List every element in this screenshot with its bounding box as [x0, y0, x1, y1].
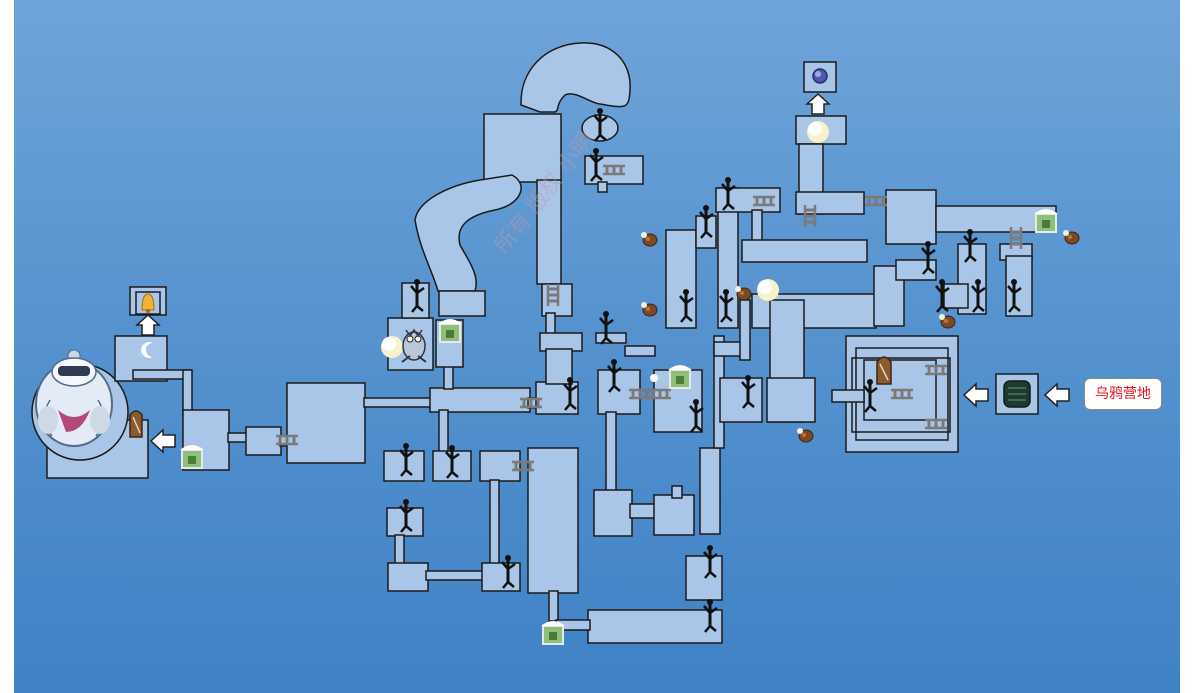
arrow-icon — [150, 429, 176, 453]
snow-spirits — [381, 121, 829, 382]
ladder-icon — [923, 363, 949, 377]
bell-icon — [141, 293, 155, 313]
ladder-icon — [863, 194, 889, 208]
ladder-icon — [510, 459, 536, 473]
snow-spirit-icon — [650, 374, 658, 382]
bomb-icon — [1003, 380, 1031, 408]
winding-tunnel-west — [414, 174, 522, 292]
moon-icon — [141, 342, 153, 358]
ladder-icon — [627, 387, 653, 401]
ladder-icon — [518, 396, 544, 410]
meat-icon — [640, 231, 658, 247]
arrow-icon — [963, 383, 989, 407]
snowy-shrine-icon — [437, 318, 463, 343]
meat-icon — [1062, 229, 1080, 245]
central-hall — [429, 387, 531, 413]
north-hall — [483, 113, 562, 183]
meat-icon — [938, 313, 956, 329]
winding-tunnel-north — [520, 42, 631, 113]
snow-spirit-icon — [757, 279, 779, 301]
snowy-shrine-icon — [1033, 208, 1059, 233]
snow-spirit-icon — [807, 121, 829, 143]
snowy-shrine-icon — [540, 620, 566, 645]
ladder-icon — [647, 387, 673, 401]
orb-icon — [812, 68, 828, 84]
ladder-icon — [274, 433, 300, 447]
ladder-icon — [923, 417, 949, 431]
ladder-icon — [889, 387, 915, 401]
ladder-icon — [751, 194, 777, 208]
shrine-room-west — [182, 409, 230, 471]
crow-camp-label[interactable]: 乌鸦营地 — [1084, 378, 1162, 410]
snow-spirit-icon — [381, 336, 403, 358]
map-rooms — [31, 42, 1057, 644]
meat-icon — [640, 301, 658, 317]
cave-door-icon — [129, 410, 143, 438]
snowy-shrine-icon — [179, 444, 205, 469]
arrow-icon — [136, 314, 160, 336]
arrow-icon — [806, 93, 830, 115]
owl-icon — [401, 328, 427, 363]
arrow-icon — [1044, 383, 1070, 407]
ladder-icon — [601, 163, 627, 177]
snowy-shrine-icon — [667, 364, 693, 389]
ice-golem-boss-icon — [35, 349, 113, 447]
long-corridor-south — [527, 447, 579, 594]
meat-icon — [796, 427, 814, 443]
cave-door-icon — [876, 356, 892, 385]
large-hall-west — [286, 382, 366, 464]
